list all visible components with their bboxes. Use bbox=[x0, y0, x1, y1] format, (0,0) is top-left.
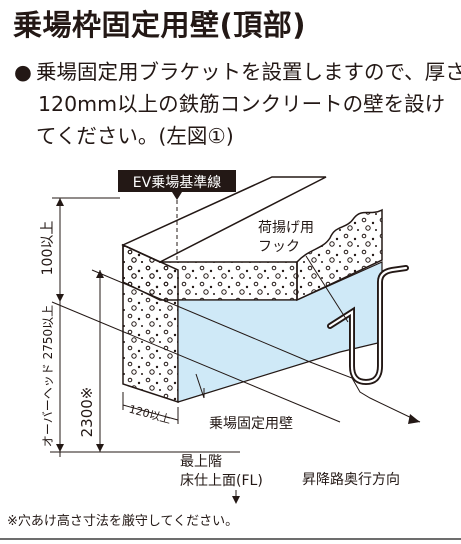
bullet-icon: ● bbox=[14, 60, 32, 84]
footnote: ※穴あけ高さ寸法を厳守してください。 bbox=[7, 514, 239, 529]
hook-label-line-1: 荷揚げ用 bbox=[258, 219, 314, 236]
concrete-wall bbox=[122, 243, 179, 404]
top-floor-label: 最上階 床仕上面(FL) bbox=[180, 454, 263, 504]
top-floor-line-2: 床仕上面(FL) bbox=[180, 473, 263, 489]
hook-label-line-2: フック bbox=[258, 239, 300, 255]
ev-label-text: EV乗場基準線 bbox=[133, 174, 221, 191]
concrete-back bbox=[296, 208, 383, 302]
description-line-1: 乗場固定用ブラケットを設置しますので、厚さ bbox=[36, 60, 461, 84]
description-line-3: てください。(左図①) bbox=[36, 124, 234, 148]
hook-label: 荷揚げ用 フック bbox=[258, 219, 349, 323]
dimension-overhead: オーバーヘッド 2750以上 bbox=[41, 305, 55, 447]
lifting-hook-icon bbox=[327, 265, 409, 386]
ev-baseline-label: EV乗場基準線 bbox=[118, 170, 236, 260]
dimension-100: 100以上 bbox=[40, 221, 56, 276]
dimension-120: 120以上 bbox=[127, 403, 172, 427]
description-line-2: 120mm以上の鉄筋コンクリートの壁を設け bbox=[38, 92, 446, 116]
dimension-lines bbox=[50, 197, 341, 457]
page-title: 乗場枠固定用壁(頂部) bbox=[13, 8, 307, 42]
dimension-2300: 2300※ bbox=[78, 387, 96, 438]
bottom-divider bbox=[0, 538, 461, 540]
top-floor-line-1: 最上階 bbox=[180, 454, 222, 470]
wall-label: 乗場固定用壁 bbox=[195, 373, 293, 432]
direction-label: 昇降路奥行方向 bbox=[302, 471, 400, 488]
wall-label-text: 乗場固定用壁 bbox=[209, 416, 293, 432]
depth-direction: 昇降路奥行方向 bbox=[302, 361, 421, 488]
wall-diagram: EV乗場基準線 荷揚げ用 フック 100以上 オーバーヘッド 2750以上 23… bbox=[40, 170, 421, 504]
